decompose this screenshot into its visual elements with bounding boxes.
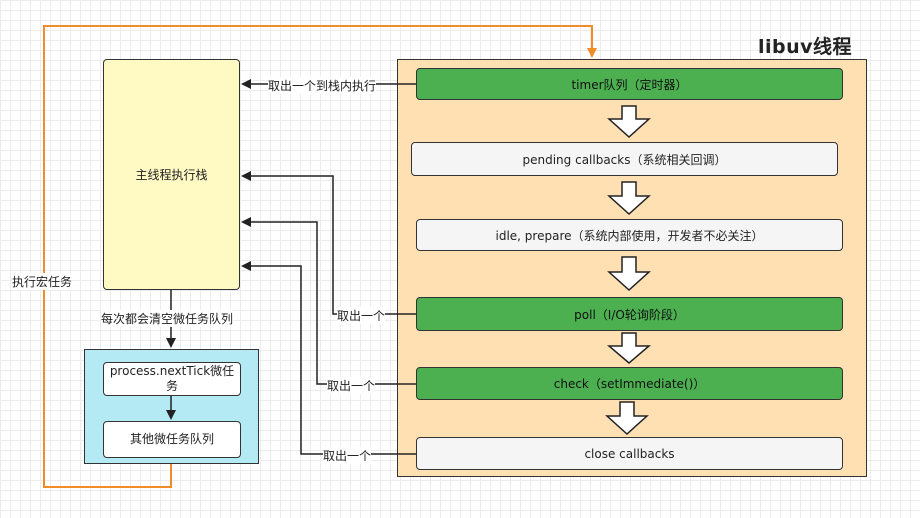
microtask-other-queue: 其他微任务队列 — [103, 421, 241, 458]
flow-arrow-2 — [607, 181, 651, 216]
phase-pending-callbacks: pending callbacks（系统相关回调） — [411, 142, 838, 176]
check-to-stack-arrow — [241, 217, 416, 385]
libuv-title: libuv线程 — [758, 36, 853, 58]
macrotask-loop-arrow — [43, 25, 597, 488]
poll-to-stack-arrow — [241, 171, 416, 315]
flow-arrow-3 — [607, 256, 651, 292]
main-thread-stack: 主线程执行栈 — [103, 59, 240, 290]
label-poll-to-stack: 取出一个 — [337, 307, 386, 324]
label-timer-to-stack: 取出一个到栈内执行 — [268, 77, 377, 94]
phase-idle-prepare: idle, prepare（系统内部使用，开发者不必关注） — [416, 219, 843, 251]
label-check-to-stack: 取出一个 — [327, 377, 376, 394]
label-close-to-stack: 取出一个 — [323, 447, 372, 464]
flow-arrow-4 — [606, 332, 652, 364]
flow-arrow-5 — [605, 401, 649, 436]
label-execute-macrotask: 执行宏任务 — [12, 273, 73, 290]
label-clear-microtasks: 每次都会清空微任务队列 — [101, 310, 234, 327]
microtask-nexttick: process.nextTick微任务 — [103, 362, 241, 396]
close-to-stack-arrow — [241, 261, 416, 455]
phase-timer: timer队列（定时器） — [416, 68, 843, 100]
phase-close-callbacks: close callbacks — [416, 437, 843, 470]
phase-check: check（setImmediate()） — [416, 367, 843, 400]
flow-arrow-1 — [607, 105, 651, 139]
phase-poll: poll（I/O轮询阶段） — [416, 297, 843, 331]
